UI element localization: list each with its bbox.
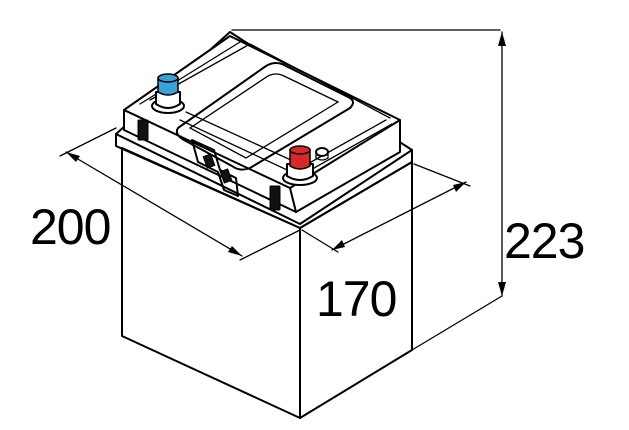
front-clip-left: [137, 119, 149, 141]
lid-raised-block: [123, 35, 401, 213]
lid-bracket: [191, 139, 239, 197]
positive-terminal-top: [289, 145, 311, 155]
dimension-height: 223: [231, 29, 585, 351]
carry-handle: [175, 62, 354, 171]
negative-terminal-top: [157, 73, 179, 83]
length-label: 200: [30, 199, 110, 255]
width-label: 170: [316, 271, 396, 327]
positive-terminal-post: [289, 149, 311, 170]
negative-terminal: [151, 73, 185, 114]
dimension-length: 200: [30, 127, 301, 261]
vent-cap: [315, 147, 329, 157]
dimension-width: 170: [301, 163, 471, 327]
front-clip-right: [269, 185, 281, 211]
height-label: 223: [504, 213, 584, 269]
negative-terminal-post: [157, 77, 179, 96]
positive-terminal: [282, 145, 318, 186]
